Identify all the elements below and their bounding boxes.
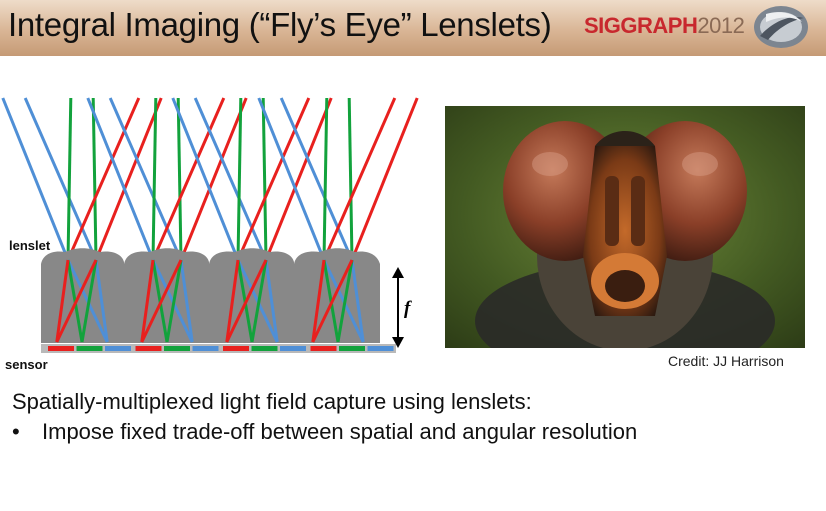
red-ray: [94, 97, 163, 261]
siggraph-brand: SIGGRAPH2012: [584, 13, 745, 39]
red-ray: [140, 259, 155, 343]
red-ray: [264, 97, 333, 261]
red-ray: [311, 259, 354, 343]
bullet-dot-icon: •: [12, 419, 20, 444]
red-ray: [225, 259, 268, 343]
sensor-pixel: [192, 346, 219, 351]
sensor-pixel: [339, 346, 365, 351]
green-ray: [165, 259, 183, 343]
green-ray: [236, 97, 243, 261]
green-ray: [91, 97, 98, 261]
red-ray: [66, 97, 141, 261]
light-rays: [1, 97, 419, 261]
lenslet-array: [41, 248, 380, 343]
sensor-pixel: [223, 346, 249, 351]
blue-ray: [171, 97, 240, 261]
sensor-pixel: [367, 346, 394, 351]
sensor-pixel: [135, 346, 162, 351]
slide-title: Integral Imaging (“Fly’s Eye” Lenslets): [8, 6, 552, 43]
focused-rays: [55, 259, 365, 343]
lenslet-array-diagram: f: [1, 97, 419, 353]
fly-photo: [445, 106, 805, 348]
sensor-pixel: [48, 346, 74, 351]
siggraph-logo-icon: [754, 6, 808, 48]
lenslet-label: lenslet: [9, 238, 51, 253]
bullet-item: • Impose fixed trade-off between spatial …: [12, 419, 637, 445]
sensor-pixels: [48, 346, 394, 351]
sensor-pixel: [164, 346, 190, 351]
red-ray: [311, 259, 326, 343]
sensor-pixel: [251, 346, 278, 351]
blue-ray: [94, 259, 109, 343]
red-ray: [151, 97, 226, 261]
green-ray: [261, 97, 268, 261]
blue-ray: [86, 97, 155, 261]
green-ray: [347, 97, 354, 261]
sensor-pixel: [105, 346, 131, 351]
red-ray: [225, 259, 240, 343]
blue-ray: [350, 259, 365, 343]
sensor-pixel: [310, 346, 337, 351]
green-ray: [151, 97, 158, 261]
red-ray: [322, 97, 397, 261]
red-ray: [55, 259, 70, 343]
green-ray: [250, 259, 268, 343]
green-ray: [322, 97, 329, 261]
focal-length-label: f: [404, 298, 412, 319]
blue-ray: [179, 259, 194, 343]
slide-header: Integral Imaging (“Fly’s Eye” Lenslets) …: [0, 0, 826, 56]
red-ray: [140, 259, 183, 343]
brand-year: 2012: [697, 13, 745, 38]
blue-ray: [193, 97, 268, 261]
sensor-label: sensor: [5, 357, 48, 372]
sensor-pixel: [280, 346, 306, 351]
sensor-pixel: [76, 346, 103, 351]
red-ray: [236, 97, 311, 261]
blue-ray: [108, 97, 183, 261]
red-ray: [350, 97, 419, 261]
red-ray: [179, 97, 248, 261]
blue-ray: [23, 97, 98, 261]
blue-ray: [1, 97, 70, 261]
blue-ray: [279, 97, 354, 261]
blue-ray: [264, 259, 279, 343]
blue-ray: [257, 97, 326, 261]
brand-name: SIGGRAPH: [584, 13, 698, 38]
photo-credit: Credit: JJ Harrison: [668, 353, 784, 369]
bullet-text: Impose fixed trade-off between spatial a…: [42, 419, 638, 444]
focal-length-arrow: [392, 267, 404, 348]
green-ray: [66, 97, 73, 261]
body-text: Spatially-multiplexed light field captur…: [12, 389, 532, 414]
green-ray: [336, 259, 354, 343]
red-ray: [55, 259, 98, 343]
green-ray: [176, 97, 183, 261]
green-ray: [80, 259, 98, 343]
